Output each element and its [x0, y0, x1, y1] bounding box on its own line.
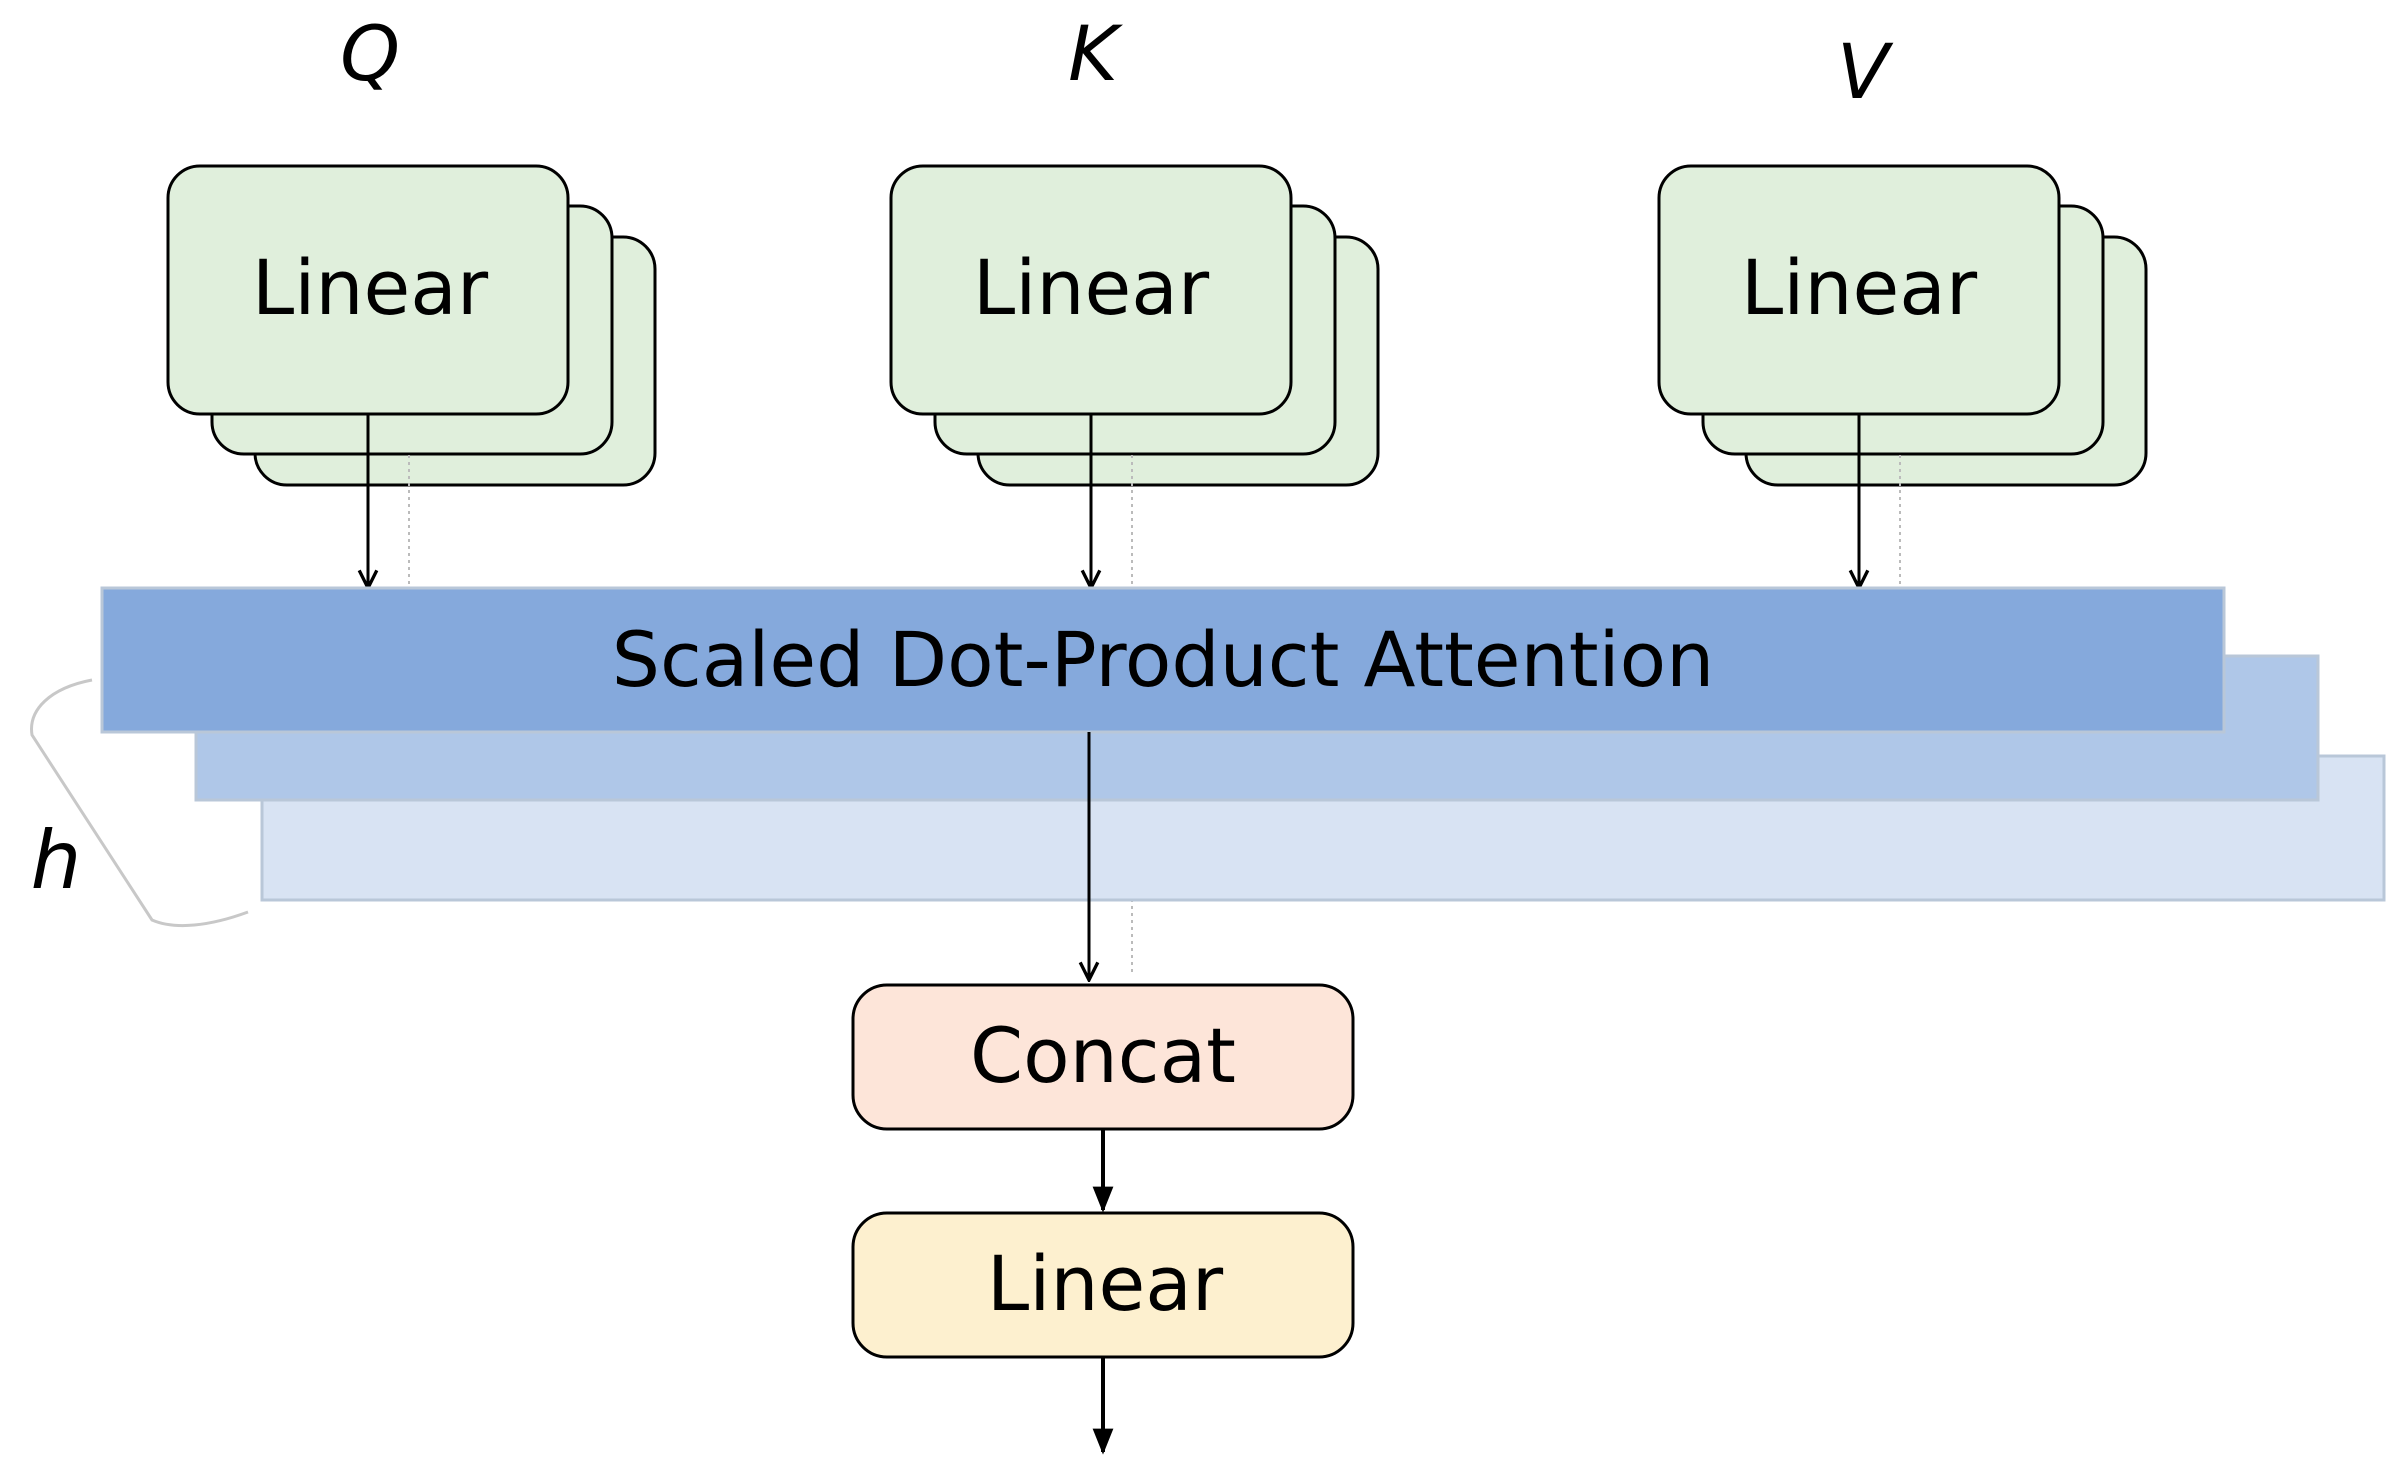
concat-label: Concat: [970, 1011, 1236, 1100]
linear-stack-v: Linear: [1657, 164, 2148, 487]
input-symbol-v: V: [1837, 27, 1894, 116]
linear-stack-q: Linear: [166, 164, 657, 487]
output-linear-label: Linear: [987, 1239, 1224, 1328]
input-symbol-k: K: [1068, 9, 1123, 98]
linear-label-k: Linear: [973, 243, 1210, 332]
heads-brace-icon: [30, 678, 249, 928]
attention-label: Scaled Dot-Product Attention: [612, 615, 1715, 704]
input-symbol-q: Q: [340, 9, 400, 98]
linear-label-q: Linear: [252, 243, 489, 332]
linear-stack-k: Linear: [889, 164, 1380, 487]
heads-symbol: h: [31, 814, 82, 907]
attention-layer-front: [100, 586, 2226, 734]
linear-label-v: Linear: [1741, 243, 1978, 332]
attention-stack: Scaled Dot-Product Attention: [100, 586, 2386, 902]
